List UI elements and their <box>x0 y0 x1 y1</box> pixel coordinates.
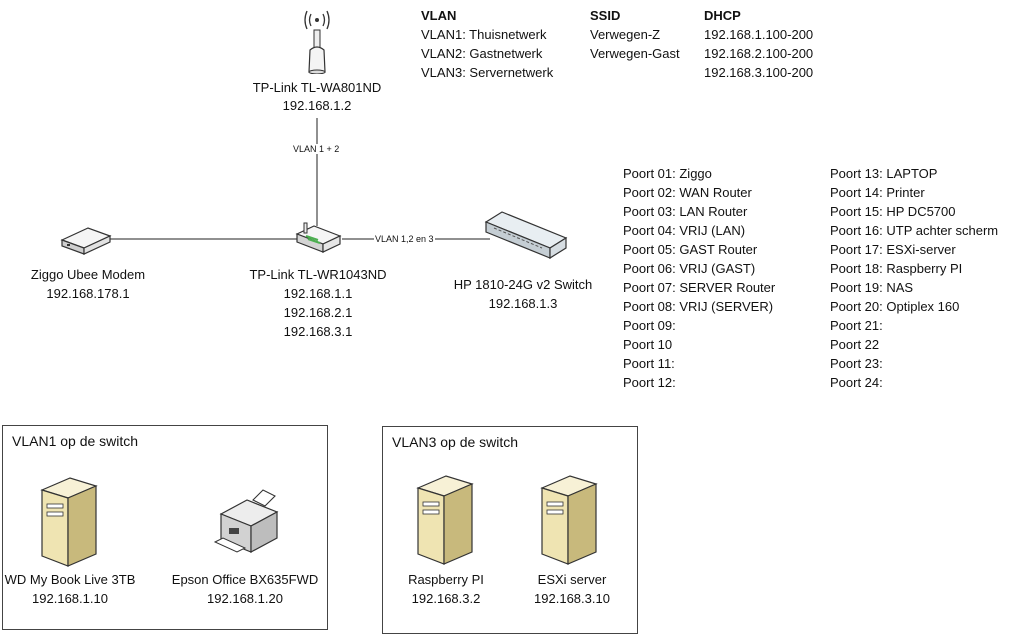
esxi-name: ESXi server <box>537 572 607 587</box>
port-entry: Poort 16: UTP achter scherm <box>830 223 999 238</box>
port-entry: Poort 21: <box>830 318 883 333</box>
router-ip: 192.168.2.1 <box>283 305 353 320</box>
legend-dhcp-row: 192.168.1.100-200 <box>704 27 814 42</box>
port-entry: Poort 13: LAPTOP <box>830 166 938 181</box>
port-entry: Poort 07: SERVER Router <box>623 280 776 295</box>
port-entry: Poort 02: WAN Router <box>623 185 752 200</box>
port-entry: Poort 15: HP DC5700 <box>830 204 956 219</box>
port-entry: Poort 06: VRIJ (GAST) <box>623 261 756 276</box>
switch-name: HP 1810-24G v2 Switch <box>453 277 593 292</box>
port-entry: Poort 01: Ziggo <box>623 166 712 181</box>
network-switch-icon <box>484 211 568 260</box>
printer-icon <box>213 489 279 554</box>
printer-ip: 192.168.1.20 <box>207 591 283 606</box>
nas-name: WD My Book Live 3TB <box>4 572 136 587</box>
vlan3-group-title: VLAN3 op de switch <box>392 434 519 450</box>
legend-vlan-row: VLAN1: Thuisnetwerk <box>421 27 547 42</box>
router-name: TP-Link TL-WR1043ND <box>249 267 387 282</box>
legend-dhcp-row: 192.168.3.100-200 <box>704 65 814 80</box>
legend-ssid-row: Verwegen-Z <box>590 27 661 42</box>
port-entry: Poort 23: <box>830 356 883 371</box>
switch-ip: 192.168.1.3 <box>488 296 558 311</box>
port-entry: Poort 19: NAS <box>830 280 914 295</box>
server-tower-icon <box>40 477 98 567</box>
port-entry: Poort 05: GAST Router <box>623 242 758 257</box>
rpi-name: Raspberry PI <box>408 572 484 587</box>
wireless-antenna-icon <box>304 10 330 74</box>
port-entry: Poort 14: Printer <box>830 185 925 200</box>
port-entry: Poort 10 <box>623 337 673 352</box>
server-tower-icon <box>416 475 474 565</box>
vlan1-group-title: VLAN1 op de switch <box>12 433 139 449</box>
port-entry: Poort 17: ESXi-server <box>830 242 956 257</box>
legend-vlan-row: VLAN3: Servernetwerk <box>421 65 554 80</box>
nas-ip: 192.168.1.10 <box>32 591 108 606</box>
port-entry: Poort 11: <box>623 356 675 371</box>
vlan1-group: VLAN1 op de switch <box>2 425 328 630</box>
router-ip: 192.168.1.1 <box>283 286 353 301</box>
link-label-router-switch: VLAN 1,2 en 3 <box>374 234 435 244</box>
modem-icon <box>60 227 112 255</box>
esxi-ip: 192.168.3.10 <box>534 591 610 606</box>
port-entry: Poort 12: <box>623 375 676 390</box>
rpi-ip: 192.168.3.2 <box>411 591 481 606</box>
port-entry: Poort 24: <box>830 375 883 390</box>
printer-name: Epson Office BX635FWD <box>171 572 319 587</box>
router-ip: 192.168.3.1 <box>283 324 353 339</box>
port-entry: Poort 03: LAN Router <box>623 204 748 219</box>
legend-dhcp-row: 192.168.2.100-200 <box>704 46 814 61</box>
link-label-ap-router: VLAN 1 + 2 <box>292 144 341 154</box>
legend-header-ssid: SSID <box>590 8 621 23</box>
legend-vlan-row: VLAN2: Gastnetwerk <box>421 46 543 61</box>
port-entry: Poort 04: VRIJ (LAN) <box>623 223 746 238</box>
port-entry: Poort 18: Raspberry PI <box>830 261 963 276</box>
ap-ip: 192.168.1.2 <box>282 98 352 113</box>
modem-ip: 192.168.178.1 <box>46 286 130 301</box>
modem-name: Ziggo Ubee Modem <box>30 267 146 282</box>
port-entry: Poort 09: <box>623 318 676 333</box>
server-tower-icon <box>540 475 598 565</box>
port-entry: Poort 20: Optiplex 160 <box>830 299 960 314</box>
legend-ssid-row: Verwegen-Gast <box>590 46 680 61</box>
port-list-left: Poort 01: Ziggo Poort 02: WAN Router Poo… <box>623 164 775 392</box>
legend-header-vlan: VLAN <box>421 8 457 23</box>
ap-name: TP-Link TL-WA801ND <box>252 80 382 95</box>
router-icon <box>295 222 342 253</box>
port-entry: Poort 22 <box>830 337 880 352</box>
port-list-right: Poort 13: LAPTOP Poort 14: Printer Poort… <box>830 164 998 392</box>
port-entry: Poort 08: VRIJ (SERVER) <box>623 299 774 314</box>
legend-header-dhcp: DHCP <box>704 8 741 23</box>
vlan3-group: VLAN3 op de switch <box>382 426 638 634</box>
